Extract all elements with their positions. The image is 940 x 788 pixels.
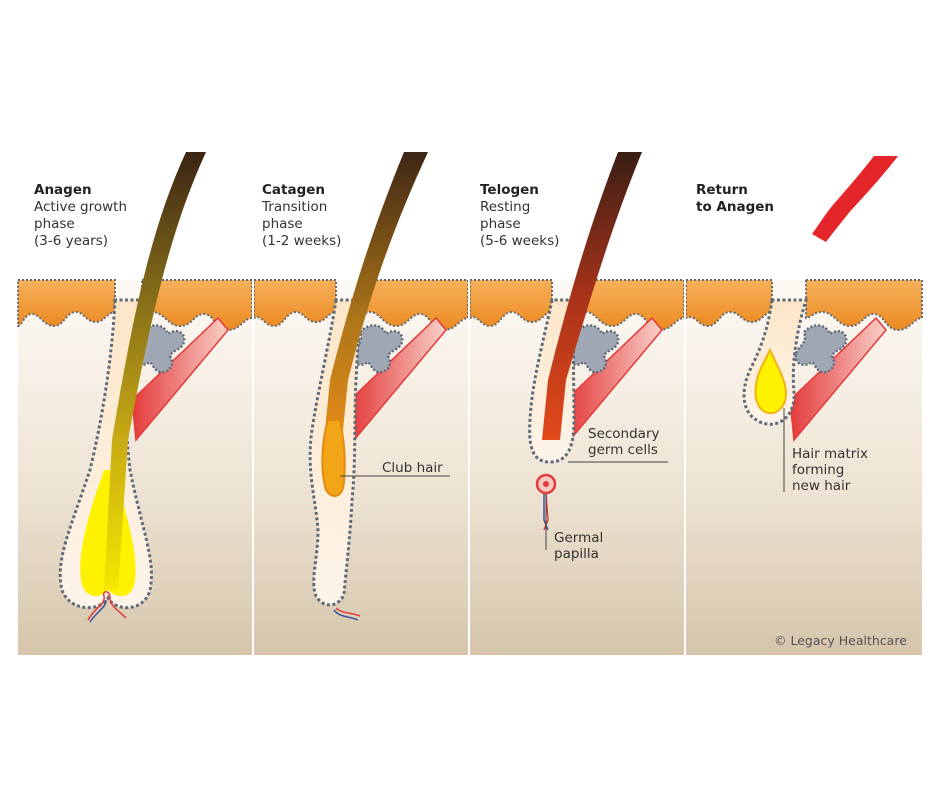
panel-separators xyxy=(252,270,686,656)
anagen-epidermis xyxy=(17,279,116,328)
club-hair xyxy=(321,419,346,497)
telogen-label: Telogen Resting phase (5-6 weeks) xyxy=(480,182,559,250)
anagen-label: Anagen Active growth phase (3-6 years) xyxy=(34,182,127,250)
return-line-1: to Anagen xyxy=(696,199,775,215)
club-hair-label: Club hair xyxy=(382,460,443,476)
telogen-panel xyxy=(469,152,685,531)
copyright-text: © Legacy Healthcare xyxy=(774,633,907,648)
secondary-germ-line-1: Secondary xyxy=(588,426,660,442)
germal-papilla-line-2: papilla xyxy=(554,546,599,562)
germal-papilla-line-1: Germal xyxy=(554,530,604,546)
leader-lines xyxy=(340,408,785,550)
germal-papilla-label: Germal papilla xyxy=(554,530,603,562)
return-title: Return xyxy=(696,182,748,198)
hair-matrix-label: Hair matrix forming new hair xyxy=(792,446,868,494)
anagen-line-1: Active growth xyxy=(34,199,128,215)
anagen-panel xyxy=(17,152,253,623)
return-label: Return to Anagen xyxy=(696,182,774,216)
hair-matrix xyxy=(754,347,788,415)
telogen-hair-shaft xyxy=(542,152,642,440)
catagen-title: Catagen xyxy=(262,182,326,198)
anagen-hair-shaft xyxy=(104,152,206,590)
catagen-line-1: Transition xyxy=(262,199,328,215)
return-to-anagen-panel xyxy=(685,156,923,442)
telogen-line-3: (5-6 weeks) xyxy=(480,233,560,249)
catagen-line-3: (1-2 weeks) xyxy=(262,233,342,249)
telogen-line-2: phase xyxy=(480,216,521,232)
anagen-line-3: (3-6 years) xyxy=(34,233,109,249)
return-arrector-muscle xyxy=(789,316,887,442)
telogen-title: Telogen xyxy=(480,182,539,198)
new-hair-shed xyxy=(812,156,898,242)
secondary-germ-label: Secondary germ cells xyxy=(588,426,660,458)
anagen-arrector-muscle xyxy=(131,316,229,442)
catagen-panel xyxy=(253,152,469,621)
catagen-line-2: phase xyxy=(262,216,303,232)
anagen-line-2: phase xyxy=(34,216,75,232)
hair-matrix-line-1: Hair matrix xyxy=(792,446,869,462)
telogen-line-1: Resting xyxy=(480,199,531,215)
hair-matrix-line-2: forming xyxy=(792,462,845,478)
catagen-hair-shaft xyxy=(324,152,428,440)
anagen-title: Anagen xyxy=(34,182,92,198)
catagen-label: Catagen Transition phase (1-2 weeks) xyxy=(262,182,341,250)
secondary-germ-line-2: germ cells xyxy=(588,442,658,458)
hair-matrix-line-3: new hair xyxy=(792,478,851,494)
